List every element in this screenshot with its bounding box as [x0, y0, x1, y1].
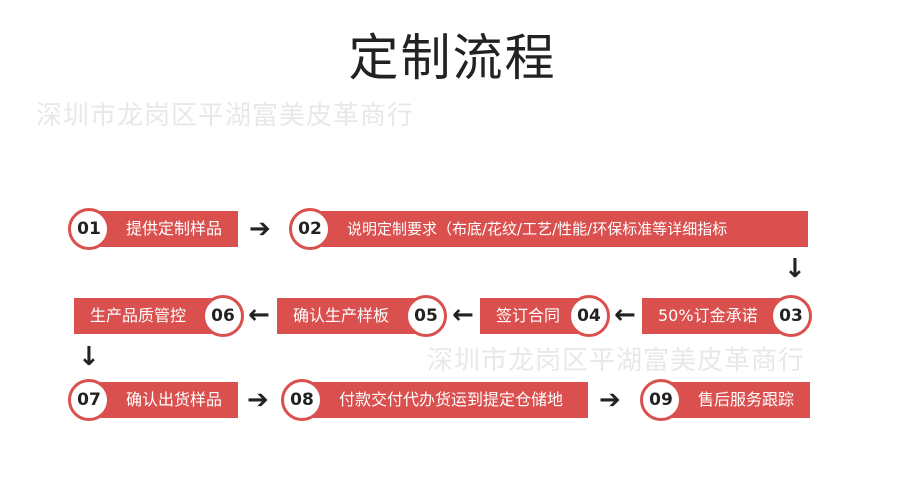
- step-07: 确认出货样品 07: [68, 379, 238, 421]
- step-09: 售后服务跟踪 09: [640, 379, 810, 421]
- step-number: 02: [289, 208, 331, 250]
- step-label: 付款交付代办货运到提定仓储地: [299, 382, 588, 418]
- watermark: 深圳市龙岗区平湖富美皮革商行: [36, 101, 415, 131]
- step-label: 说明定制要求（布底/花纹/工艺/性能/环保标准等详细指标: [307, 211, 808, 247]
- arrow-right-icon: ➔: [599, 385, 621, 415]
- step-number: 07: [68, 379, 110, 421]
- arrow-right-icon: ➔: [247, 385, 269, 415]
- watermark: 深圳市龙岗区平湖富美皮革商行: [427, 346, 806, 376]
- page-title: 定制流程: [348, 29, 557, 87]
- step-06: 生产品质管控 06: [74, 295, 244, 337]
- step-number: 09: [640, 379, 682, 421]
- step-04: 签订合同 04: [480, 295, 610, 337]
- step-label: 售后服务跟踪: [658, 382, 810, 418]
- step-label: 确认生产样板: [277, 298, 429, 334]
- step-03: 50%订金承诺 03: [642, 295, 812, 337]
- step-number: 03: [770, 295, 812, 337]
- arrow-left-icon: ←: [452, 300, 474, 330]
- step-05: 确认生产样板 05: [277, 295, 447, 337]
- step-number: 06: [202, 295, 244, 337]
- arrow-down-icon: ↓: [784, 254, 806, 284]
- arrow-down-icon: ↓: [78, 342, 100, 372]
- step-label: 提供定制样品: [86, 211, 238, 247]
- step-label: 生产品质管控: [74, 298, 226, 334]
- step-label: 确认出货样品: [86, 382, 238, 418]
- step-number: 01: [68, 208, 110, 250]
- step-number: 05: [405, 295, 447, 337]
- arrow-left-icon: ←: [248, 300, 270, 330]
- step-08: 付款交付代办货运到提定仓储地 08: [281, 379, 588, 421]
- step-number: 08: [281, 379, 323, 421]
- arrow-right-icon: ➔: [249, 214, 271, 244]
- step-label: 50%订金承诺: [642, 298, 794, 334]
- step-02: 说明定制要求（布底/花纹/工艺/性能/环保标准等详细指标 02: [289, 208, 808, 250]
- step-01: 提供定制样品 01: [68, 208, 238, 250]
- step-number: 04: [568, 295, 610, 337]
- arrow-left-icon: ←: [614, 300, 636, 330]
